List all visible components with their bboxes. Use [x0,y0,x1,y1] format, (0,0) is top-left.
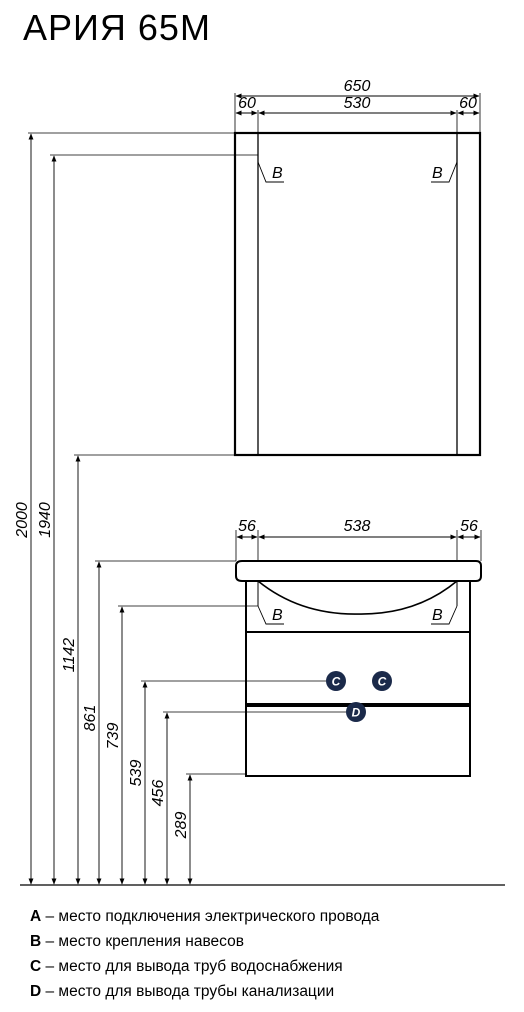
height-dim-539: 539 [128,680,326,885]
legend: A – место подключения электрического про… [30,904,379,1004]
height-label-289: 289 [173,812,190,840]
mirror-side-right-60: 60 [459,95,477,112]
mirror-inner-530: 530 [344,95,371,112]
legend-text: – место для вывода труб водоснабжения [41,958,343,975]
height-label-539: 539 [128,760,145,787]
legend-item-a: A – место подключения электрического про… [30,904,379,929]
height-dim-861: 861 [82,560,236,885]
vanity-basin [257,580,458,615]
vanity-mount-right: B [431,605,458,625]
dimension-drawing: 650 60 530 60 B B 56 538 56 [14,78,505,886]
mirror-outline [233,131,482,457]
mirror-width-650: 650 [344,78,371,95]
height-dim-739: 739 [105,605,258,885]
legend-text: – место подключения электрического прово… [41,908,380,925]
legend-item-c: C – место для вывода труб водоснабжения [30,954,379,979]
legend-key: B [30,933,42,950]
height-dim-1142: 1142 [61,454,235,885]
drain-outlet: D [346,702,366,722]
vanity-mount-label-right: B [432,607,443,624]
mirror-side-left-60: 60 [238,95,256,112]
height-label-861: 861 [82,705,99,732]
legend-item-b: B – место крепления навесов [30,929,379,954]
height-label-1940: 1940 [37,502,54,538]
mirror-top-dimensions: 650 60 530 60 [234,78,481,133]
svg-text:C: C [378,675,387,689]
vanity-mount-label-left: B [272,607,283,624]
height-label-456: 456 [150,780,167,807]
vanity-inner-538: 538 [344,518,371,535]
legend-text: – место крепления навесов [41,933,244,950]
svg-text:C: C [332,675,341,689]
height-label-1142: 1142 [61,638,78,673]
vanity-mount-left: B [257,605,284,625]
legend-key: A [30,908,42,925]
vanity-side-left-56: 56 [238,518,256,535]
legend-item-d: D – место для вывода трубы канализации [30,979,379,1004]
vanity-countertop [235,560,482,582]
page-title: АРИЯ 65М [23,7,211,48]
height-label-2000: 2000 [14,502,31,539]
mirror-mount-right: B [431,161,458,183]
mirror-mount-left: B [257,161,284,183]
svg-text:D: D [352,706,361,720]
legend-key: D [30,983,42,1000]
height-dim-289: 289 [173,773,246,885]
mirror-cabinet [233,131,482,457]
water-outlet-left: C [326,671,346,691]
legend-text: – место для вывода трубы канализации [41,983,335,1000]
vanity-top-drawer [245,631,471,705]
mirror-mount-label-right: B [432,165,443,182]
height-label-739: 739 [105,723,122,750]
legend-key: C [30,958,42,975]
height-dim-456: 456 [150,711,346,885]
mirror-mount-label-left: B [272,165,283,182]
height-dim-1940: 1940 [37,154,258,885]
vanity-top-dimensions: 56 538 56 [235,518,482,561]
vanity-side-right-56: 56 [460,518,478,535]
vanity-cabinet [235,560,482,777]
water-outlet-right: C [372,671,392,691]
height-dim-2000: 2000 [14,132,235,885]
